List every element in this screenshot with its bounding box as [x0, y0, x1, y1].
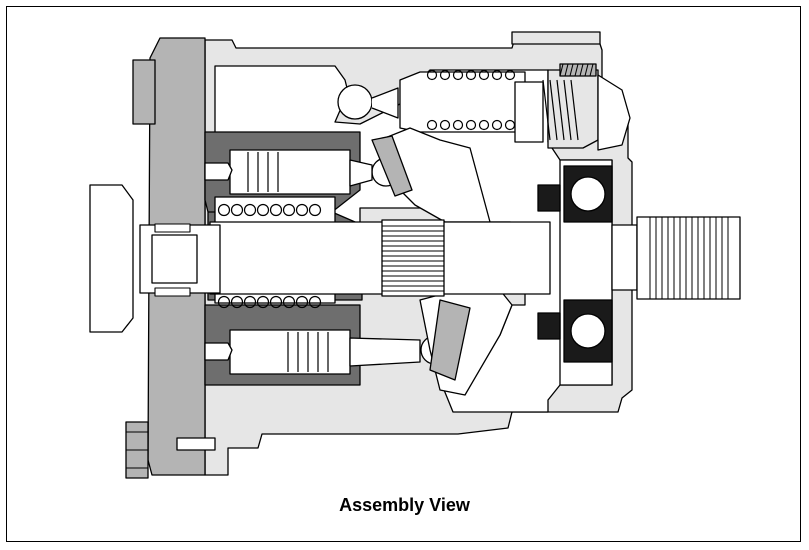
seal-ring-top [537, 184, 561, 212]
bearing-ball-bottom [570, 313, 606, 349]
swash-segment-upper [371, 135, 413, 197]
control-ball-joint [337, 84, 373, 120]
control-cylinder-bore [597, 74, 631, 151]
shaft-end-cap [151, 234, 198, 284]
end-cover-block [132, 59, 156, 125]
piston-lower-bore [229, 329, 351, 375]
drive-shaft [209, 221, 551, 295]
piston-upper-grooves [247, 152, 279, 192]
bolt-head-lines [126, 431, 148, 469]
swash-segment-lower [429, 299, 471, 381]
control-ball-link [371, 87, 399, 119]
control-spring-seat [514, 81, 544, 143]
spline-teeth [382, 225, 444, 292]
center-spring-coils-top [217, 203, 322, 217]
piston-upper-neck [349, 159, 373, 187]
shaft-end-pins [154, 223, 191, 297]
center-spring-coils-bottom [217, 295, 322, 309]
piston-upper-end [204, 162, 233, 181]
piston-lower-grooves [287, 332, 329, 372]
output-spline-lines [649, 217, 729, 299]
output-spline [636, 216, 741, 300]
drain-plug [176, 437, 216, 451]
piston-lower-neck [349, 337, 421, 367]
piston-lower-end [204, 342, 233, 361]
spline-hub [381, 219, 445, 297]
seal-ring-bottom [537, 312, 561, 340]
output-shaft [611, 224, 638, 291]
plug-thread-lines [559, 63, 594, 77]
bearing-ball-top [570, 176, 606, 212]
control-spring-coils [426, 69, 516, 131]
control-spring-diagonals [542, 79, 579, 141]
top-boss [511, 31, 601, 45]
figure-caption: Assembly View [339, 495, 470, 515]
piston-upper-bore [229, 149, 351, 195]
control-chamber [547, 69, 599, 149]
left-flange [89, 184, 134, 333]
